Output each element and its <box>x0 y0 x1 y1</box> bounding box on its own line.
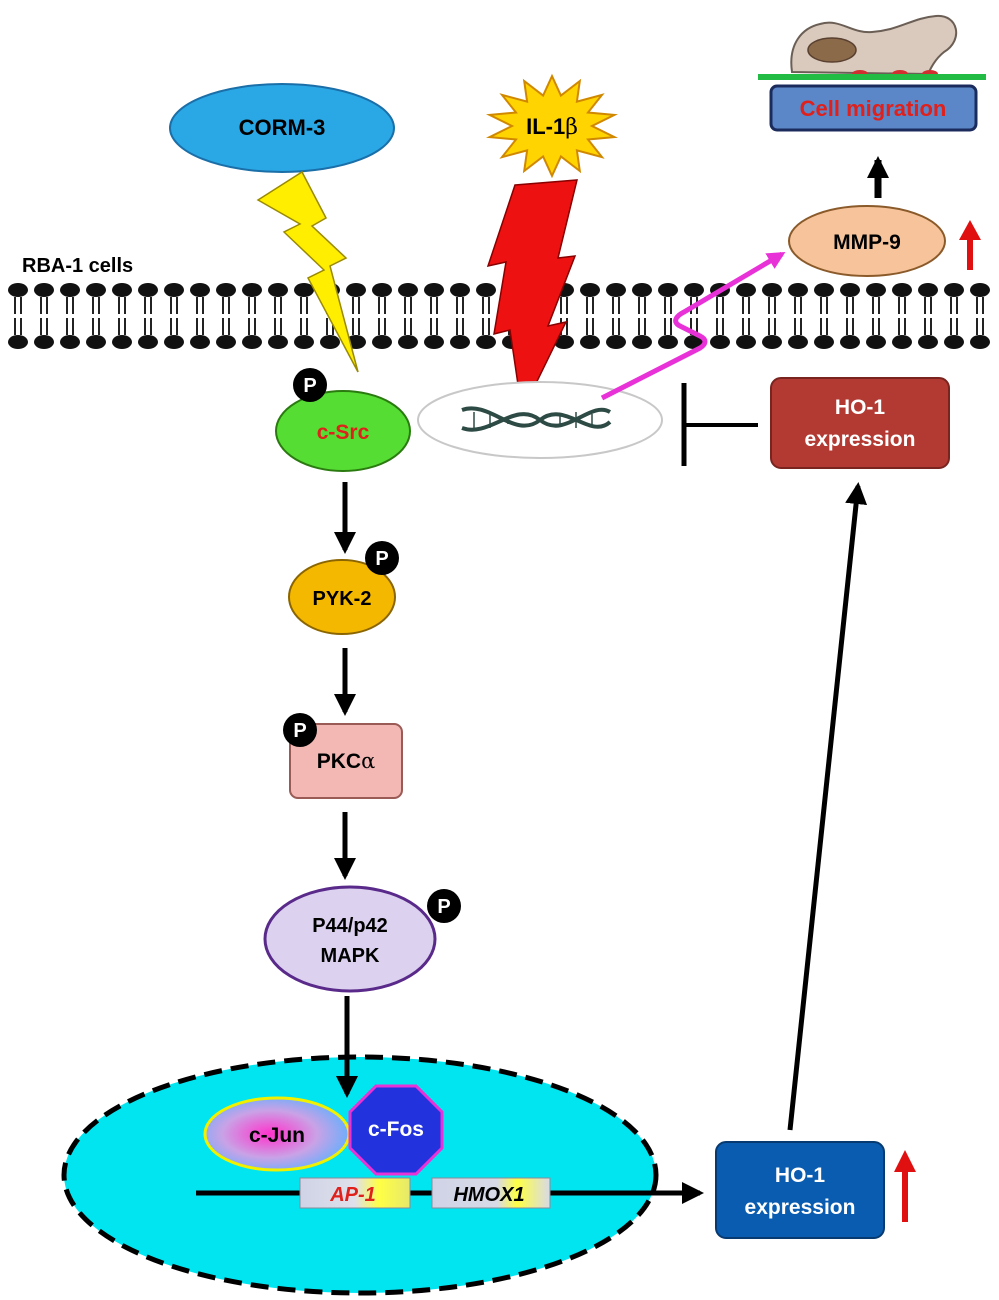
ho1-top-line2: expression <box>805 428 916 451</box>
pyk2-phospho-label: P <box>375 548 388 570</box>
pkca-phospho-icon <box>283 713 317 747</box>
pkca-phospho-label: P <box>293 720 306 742</box>
pkca-node <box>289 723 403 799</box>
dna-icon <box>461 406 612 432</box>
il1b-starburst <box>485 73 619 179</box>
ho1-bottom-line1: HO-1 <box>775 1164 825 1187</box>
il1b-lightning-icon <box>486 179 578 415</box>
pyk2-phospho-icon <box>365 541 399 575</box>
mapk-phospho-label: P <box>437 896 450 918</box>
ho1-bottom-line2: expression <box>745 1196 856 1219</box>
ho1-bottom-node <box>715 1141 885 1239</box>
cell-migration-label: Cell migration <box>800 96 947 121</box>
csrc-phospho-icon <box>293 368 327 402</box>
corm3-node <box>169 83 395 173</box>
nucleus <box>61 1054 659 1296</box>
migrating-cell-icon <box>790 14 958 78</box>
csrc-node <box>275 390 411 472</box>
ho1-top-line1: HO-1 <box>835 396 885 419</box>
cjun-label: c-Jun <box>249 1124 305 1147</box>
ho1-top-node <box>770 377 950 469</box>
cfos-node <box>348 1084 444 1176</box>
ho1-bottom-up-arrow-icon <box>894 1150 916 1222</box>
mmp9-node <box>788 205 946 277</box>
cell-label: RBA-1 cells <box>22 255 133 277</box>
magenta-arrow <box>600 251 786 401</box>
pyk2-label: PYK-2 <box>313 588 372 610</box>
pkca-label: PKCα <box>317 749 376 773</box>
mapk-phospho-icon <box>427 889 461 923</box>
mapk-line1: P44/p42 <box>312 915 388 937</box>
cfos-label: c-Fos <box>368 1118 424 1141</box>
cell-migration-node <box>769 84 978 132</box>
mmp9-up-arrow-icon <box>959 220 981 270</box>
il1b-label: IL-1β <box>526 114 578 140</box>
hmox1-element <box>431 1177 551 1209</box>
csrc-label: c-Src <box>317 421 370 444</box>
corm3-label: CORM-3 <box>239 115 326 140</box>
hmox1-label: HMOX1 <box>453 1184 524 1206</box>
ap1-element <box>299 1177 411 1209</box>
mapk-node <box>263 885 437 993</box>
substrate-line <box>758 74 986 80</box>
csrc-phospho-label: P <box>303 375 316 397</box>
ap1-label: AP-1 <box>329 1184 376 1206</box>
pyk2-node <box>288 559 396 635</box>
mapk-line2: MAPK <box>321 945 380 967</box>
arrow-ho1-up <box>787 482 868 1131</box>
mmp9-label: MMP-9 <box>833 231 901 254</box>
corm3-lightning-icon <box>256 170 359 373</box>
